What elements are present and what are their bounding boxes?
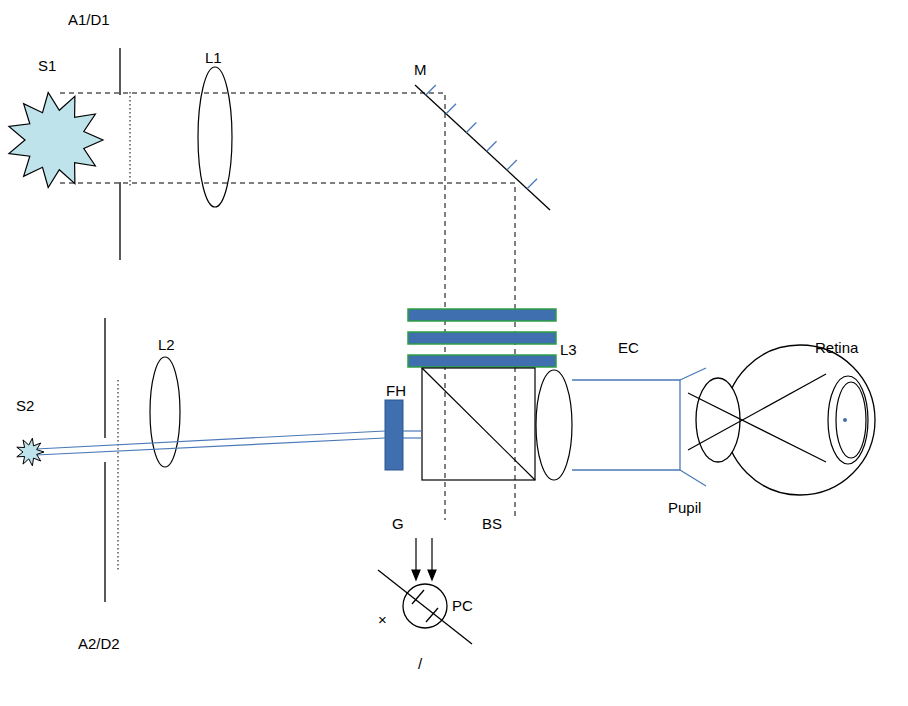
source-label: S2 bbox=[16, 398, 34, 413]
light-ray bbox=[688, 374, 826, 462]
symbol-mark: / bbox=[418, 656, 422, 671]
lens-label: L2 bbox=[158, 337, 175, 352]
eyeball bbox=[725, 345, 875, 495]
filter-holder-label: FH bbox=[386, 383, 406, 398]
light-ray bbox=[36, 431, 422, 455]
eye-lens bbox=[696, 378, 740, 462]
incident-arrows bbox=[412, 538, 436, 580]
glass-label: G bbox=[392, 516, 404, 531]
aperture bbox=[104, 318, 105, 438]
mirror-hatch bbox=[426, 85, 537, 189]
hatch-tick bbox=[527, 179, 537, 189]
lamp-star bbox=[9, 93, 103, 188]
fovea-dot bbox=[843, 418, 847, 422]
retina bbox=[836, 382, 866, 458]
lens bbox=[198, 67, 232, 207]
filter-plates bbox=[408, 309, 556, 367]
lamp-star bbox=[17, 438, 44, 466]
aperture-label: A2/D2 bbox=[78, 636, 120, 651]
eyecup bbox=[572, 368, 706, 486]
hatch-tick bbox=[507, 160, 517, 170]
aperture bbox=[119, 182, 120, 260]
aperture bbox=[104, 462, 105, 602]
hatch-tick bbox=[446, 104, 456, 114]
beam-splitter bbox=[422, 368, 535, 480]
mirror-label: M bbox=[414, 62, 427, 77]
hatch-tick bbox=[426, 85, 436, 95]
diaphragm bbox=[130, 92, 131, 188]
mirror bbox=[415, 85, 550, 210]
beam-splitter bbox=[422, 368, 535, 480]
pupil-label: Pupil bbox=[668, 500, 701, 515]
lens bbox=[150, 357, 180, 467]
beam-splitter-label: BS bbox=[482, 516, 502, 531]
lens bbox=[536, 370, 572, 480]
symbol-mark: × bbox=[378, 612, 387, 627]
retina-label: Retina bbox=[815, 340, 858, 355]
lens-label: L3 bbox=[560, 342, 577, 357]
lens-label: L1 bbox=[205, 50, 222, 65]
aperture-label: A1/D1 bbox=[68, 12, 110, 27]
beam bbox=[60, 93, 515, 520]
filter-holder bbox=[385, 400, 403, 470]
photocell-label: PC bbox=[452, 598, 473, 613]
light-source bbox=[9, 93, 103, 466]
eyecup-label: EC bbox=[618, 340, 639, 355]
hatch-tick bbox=[466, 123, 476, 133]
source-label: S1 bbox=[38, 58, 56, 73]
diaphragm bbox=[118, 380, 119, 572]
photocell-symbol bbox=[378, 570, 472, 644]
hatch-tick bbox=[487, 141, 497, 151]
retina bbox=[828, 376, 868, 464]
aperture bbox=[119, 48, 120, 95]
